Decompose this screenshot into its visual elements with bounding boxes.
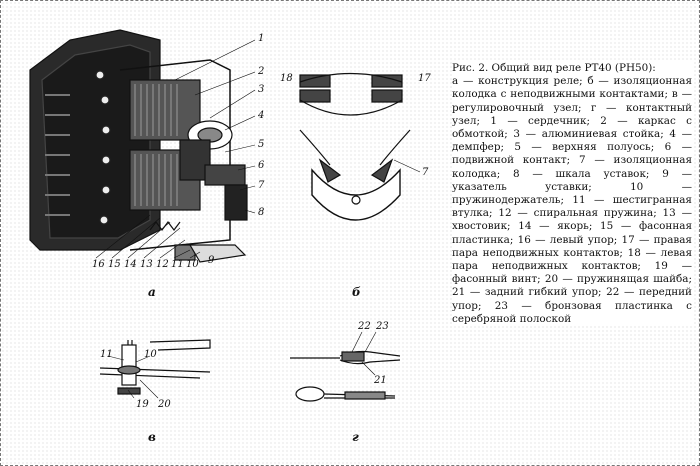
label-v-20: 20	[158, 399, 171, 410]
label-b-17: 17	[418, 73, 431, 84]
label-v-19: 19	[136, 399, 149, 410]
label-a-7: 7	[258, 180, 265, 191]
caption-body: а — конструкция реле; б — изоляционная к…	[452, 75, 692, 325]
label-a-4: 4	[258, 110, 265, 121]
label-a-13: 13	[140, 259, 153, 270]
label-a-6: 6	[258, 160, 265, 171]
panel-letter-v: в	[148, 430, 156, 444]
label-v-10: 10	[144, 349, 157, 360]
label-b-18: 18	[280, 73, 293, 84]
label-g-23: 23	[376, 321, 389, 332]
label-a-15: 15	[108, 259, 121, 270]
relay-drawing	[29, 29, 421, 402]
label-g-21: 21	[374, 375, 387, 386]
caption-title: Рис. 2. Общий вид реле РТ40 (РН50):	[452, 62, 656, 74]
label-a-2: 2	[258, 66, 265, 77]
label-g-22: 22	[358, 321, 371, 332]
figure-drawings: 1 2 3 4 5 6 7 8 9 10 11 12 13 14 15 16 1…	[29, 29, 431, 444]
label-a-14: 14	[124, 259, 137, 270]
label-a-16: 16	[92, 259, 105, 270]
label-a-8: 8	[258, 207, 265, 218]
label-a-3: 3	[258, 84, 265, 95]
label-b-7: 7	[422, 167, 429, 178]
label-a-12: 12	[156, 259, 169, 270]
contact-assembly-drawing	[290, 331, 401, 402]
figure-caption: Рис. 2. Общий вид реле РТ40 (РН50): а — …	[452, 62, 692, 327]
label-a-10: 10	[186, 259, 199, 270]
panel-letter-a: а	[148, 285, 156, 299]
insulating-block-drawing	[299, 72, 421, 221]
label-a-5: 5	[258, 139, 265, 150]
label-v-11: 11	[100, 349, 113, 360]
relay-construction-drawing	[29, 29, 256, 263]
panel-letter-b: б	[352, 285, 361, 299]
label-a-9: 9	[208, 255, 215, 266]
label-a-11: 11	[171, 259, 184, 270]
adjustment-assembly-drawing	[99, 339, 211, 399]
label-a-1: 1	[258, 33, 265, 44]
panel-letter-g: г	[352, 430, 359, 444]
